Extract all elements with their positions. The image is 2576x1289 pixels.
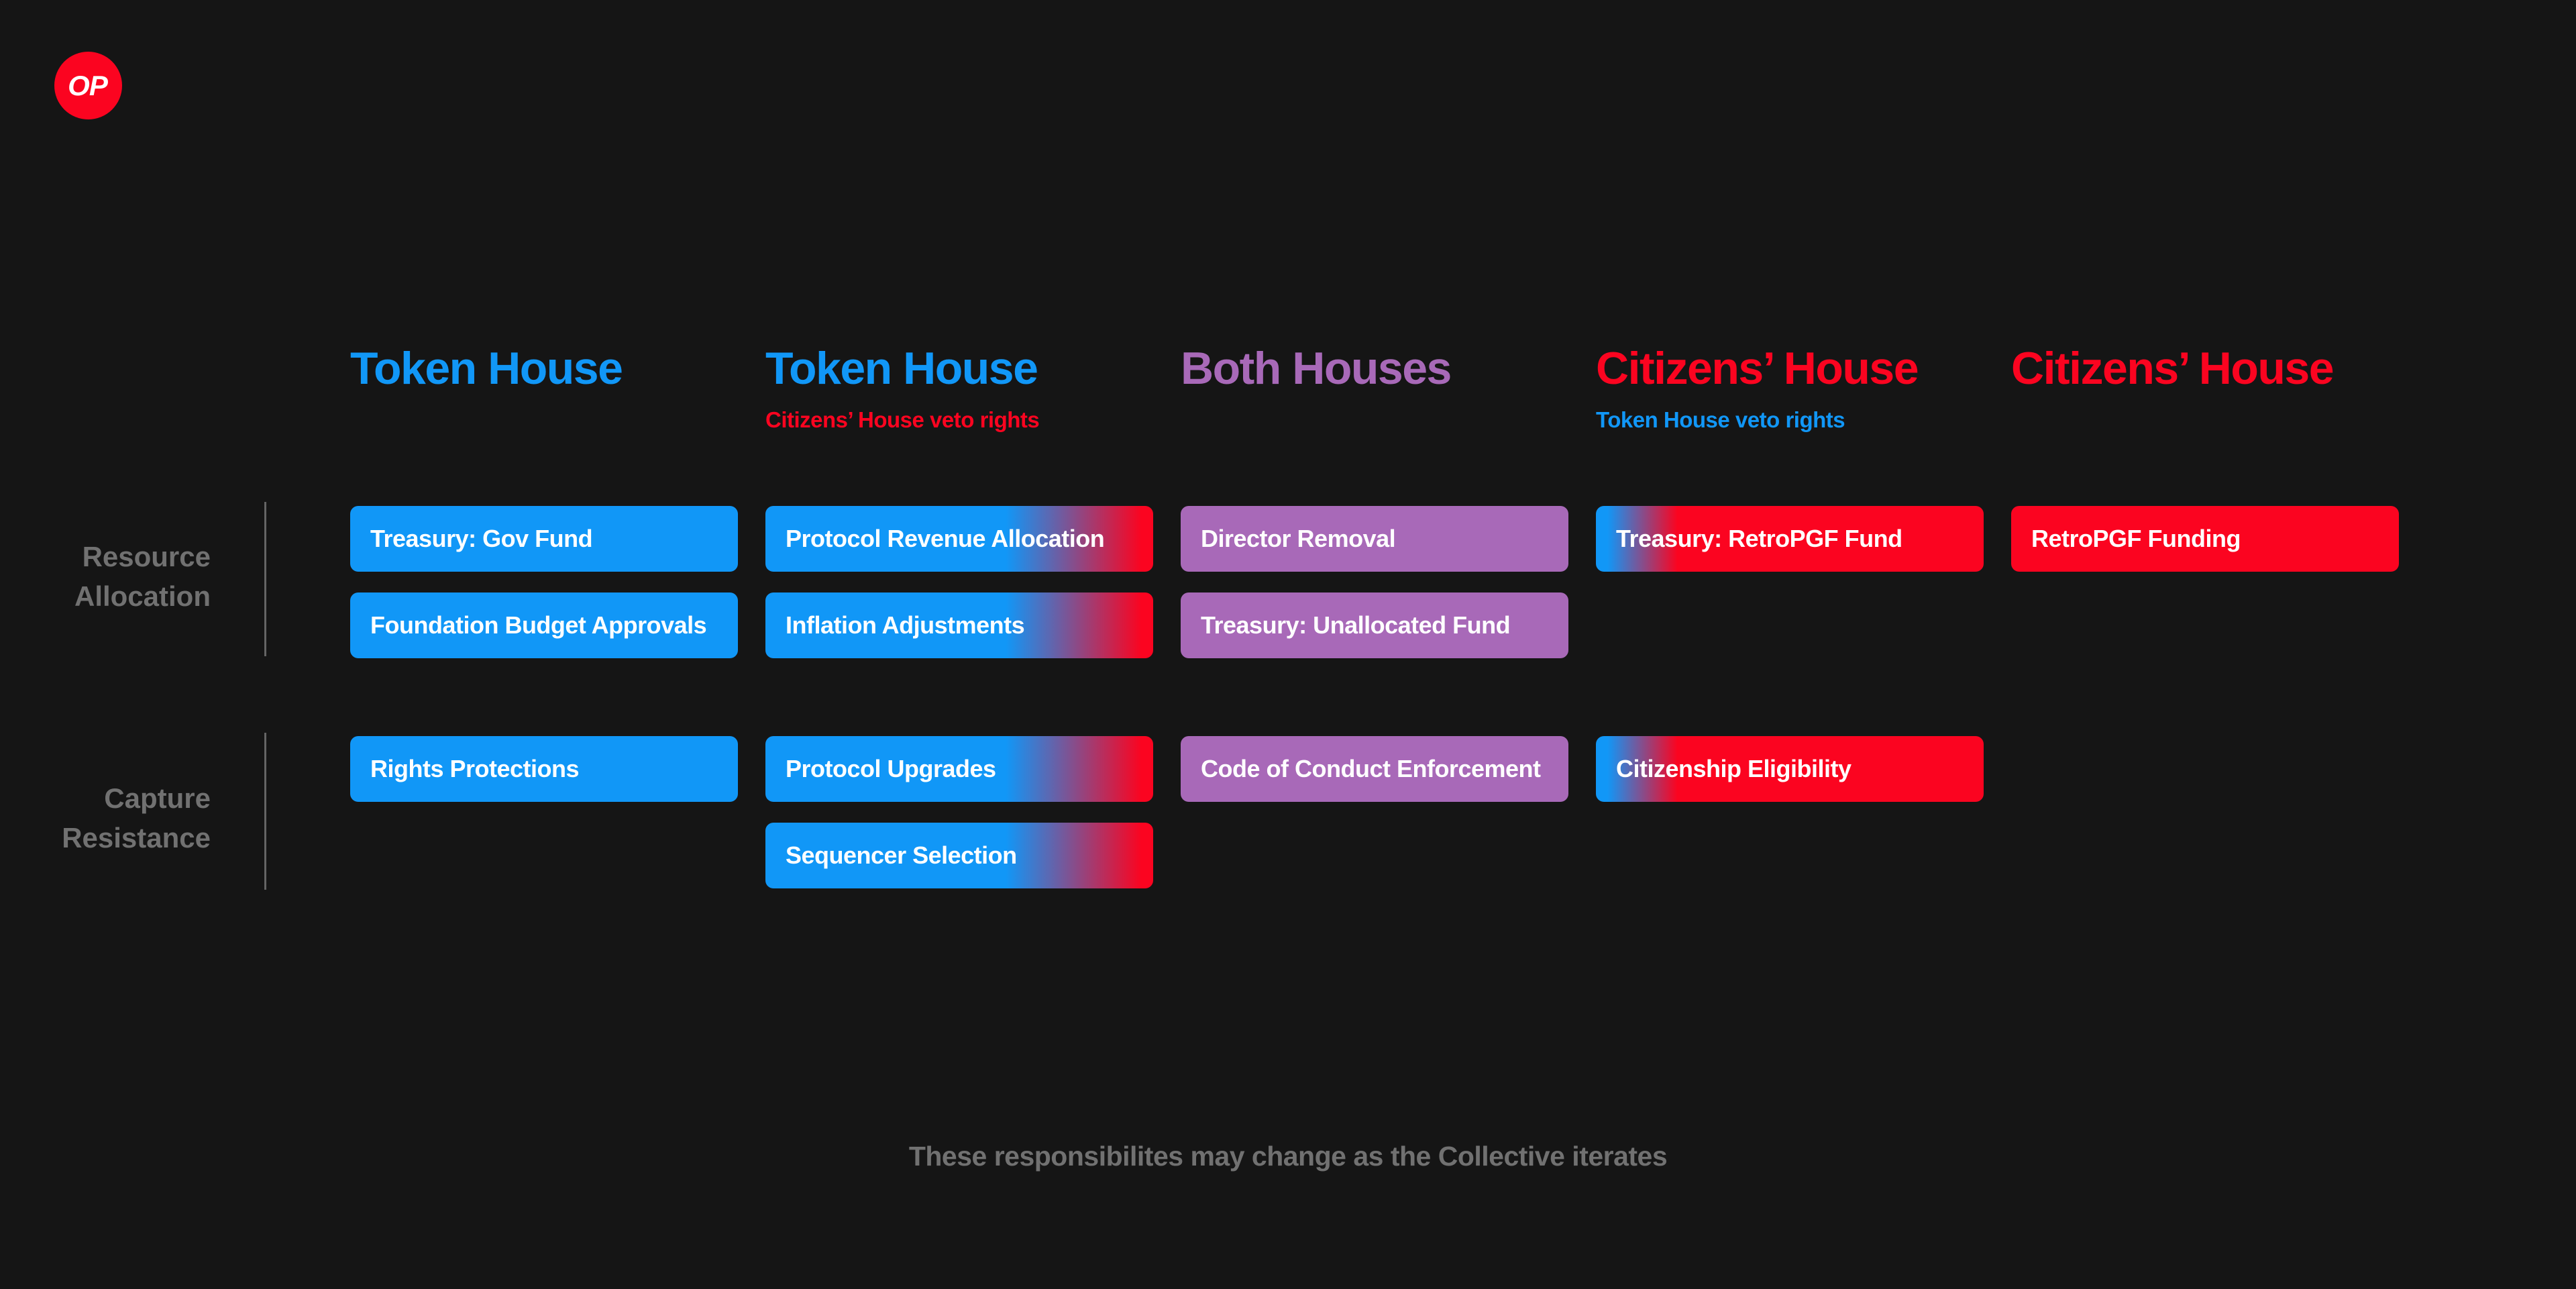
column-token-house-veto: Token House Citizens’ House veto rights …	[765, 0, 1153, 1289]
pill-group-resource-allocation: Treasury: RetroPGF Fund	[1596, 506, 1984, 572]
pill-protocol-revenue-allocation: Protocol Revenue Allocation	[765, 506, 1153, 572]
row-label-capture-resistance: Capture Resistance	[0, 778, 211, 858]
pill-director-removal: Director Removal	[1181, 506, 1568, 572]
column-header: Citizens’ House	[2011, 346, 2399, 391]
row-divider-line	[264, 733, 266, 890]
pill-rights-protections: Rights Protections	[350, 736, 738, 802]
pill-sequencer-selection: Sequencer Selection	[765, 823, 1153, 888]
pill-code-of-conduct-enforcement: Code of Conduct Enforcement	[1181, 736, 1568, 802]
column-title: Token House	[765, 343, 1038, 394]
row-label-line: Capture	[104, 782, 211, 814]
row-label-line: Resource	[82, 541, 211, 572]
row-divider-line	[264, 502, 266, 656]
column-header: Token House	[350, 346, 738, 391]
column-citizens-house: Citizens’ House RetroPGF Funding	[2011, 0, 2399, 1289]
column-citizens-house-veto: Citizens’ House Token House veto rights …	[1596, 0, 1984, 1289]
pill-group-capture-resistance: Protocol Upgrades Sequencer Selection	[765, 736, 1153, 888]
column-subtitle: Citizens’ House veto rights	[765, 407, 1040, 432]
pill-treasury-unallocated-fund: Treasury: Unallocated Fund	[1181, 592, 1568, 658]
pill-treasury-retropgf-fund: Treasury: RetroPGF Fund	[1596, 506, 1984, 572]
row-label-resource-allocation: Resource Allocation	[0, 537, 211, 616]
pill-group-capture-resistance: Code of Conduct Enforcement	[1181, 736, 1568, 802]
column-title: Citizens’ House	[2011, 343, 2334, 394]
column-title: Both Houses	[1181, 343, 1452, 394]
column-header: Both Houses	[1181, 346, 1568, 391]
op-logo-icon: OP	[54, 52, 122, 119]
row-label-line: Allocation	[74, 580, 211, 612]
pill-group-capture-resistance: Rights Protections	[350, 736, 738, 802]
footer-note: These responsibilites may change as the …	[908, 1141, 1668, 1172]
pill-group-resource-allocation: Protocol Revenue Allocation Inflation Ad…	[765, 506, 1153, 658]
pill-foundation-budget-approvals: Foundation Budget Approvals	[350, 592, 738, 658]
column-title: Token House	[350, 343, 623, 394]
pill-group-capture-resistance: Citizenship Eligibility	[1596, 736, 1984, 802]
column-header: Citizens’ House Token House veto rights	[1596, 346, 1984, 433]
pill-protocol-upgrades: Protocol Upgrades	[765, 736, 1153, 802]
pill-citizenship-eligibility: Citizenship Eligibility	[1596, 736, 1984, 802]
pill-group-resource-allocation: Treasury: Gov Fund Foundation Budget App…	[350, 506, 738, 658]
pill-group-resource-allocation: Director Removal Treasury: Unallocated F…	[1181, 506, 1568, 658]
op-logo-text: OP	[68, 69, 108, 101]
row-label-line: Resistance	[62, 822, 211, 854]
column-title: Citizens’ House	[1596, 343, 1919, 394]
column-both-houses: Both Houses Director Removal Treasury: U…	[1181, 0, 1568, 1289]
column-subtitle: Token House veto rights	[1596, 407, 1845, 432]
pill-treasury-gov-fund: Treasury: Gov Fund	[350, 506, 738, 572]
column-header: Token House Citizens’ House veto rights	[765, 346, 1153, 433]
column-token-house: Token House Treasury: Gov Fund Foundatio…	[350, 0, 738, 1289]
pill-inflation-adjustments: Inflation Adjustments	[765, 592, 1153, 658]
pill-retropgf-funding: RetroPGF Funding	[2011, 506, 2399, 572]
pill-group-resource-allocation: RetroPGF Funding	[2011, 506, 2399, 572]
